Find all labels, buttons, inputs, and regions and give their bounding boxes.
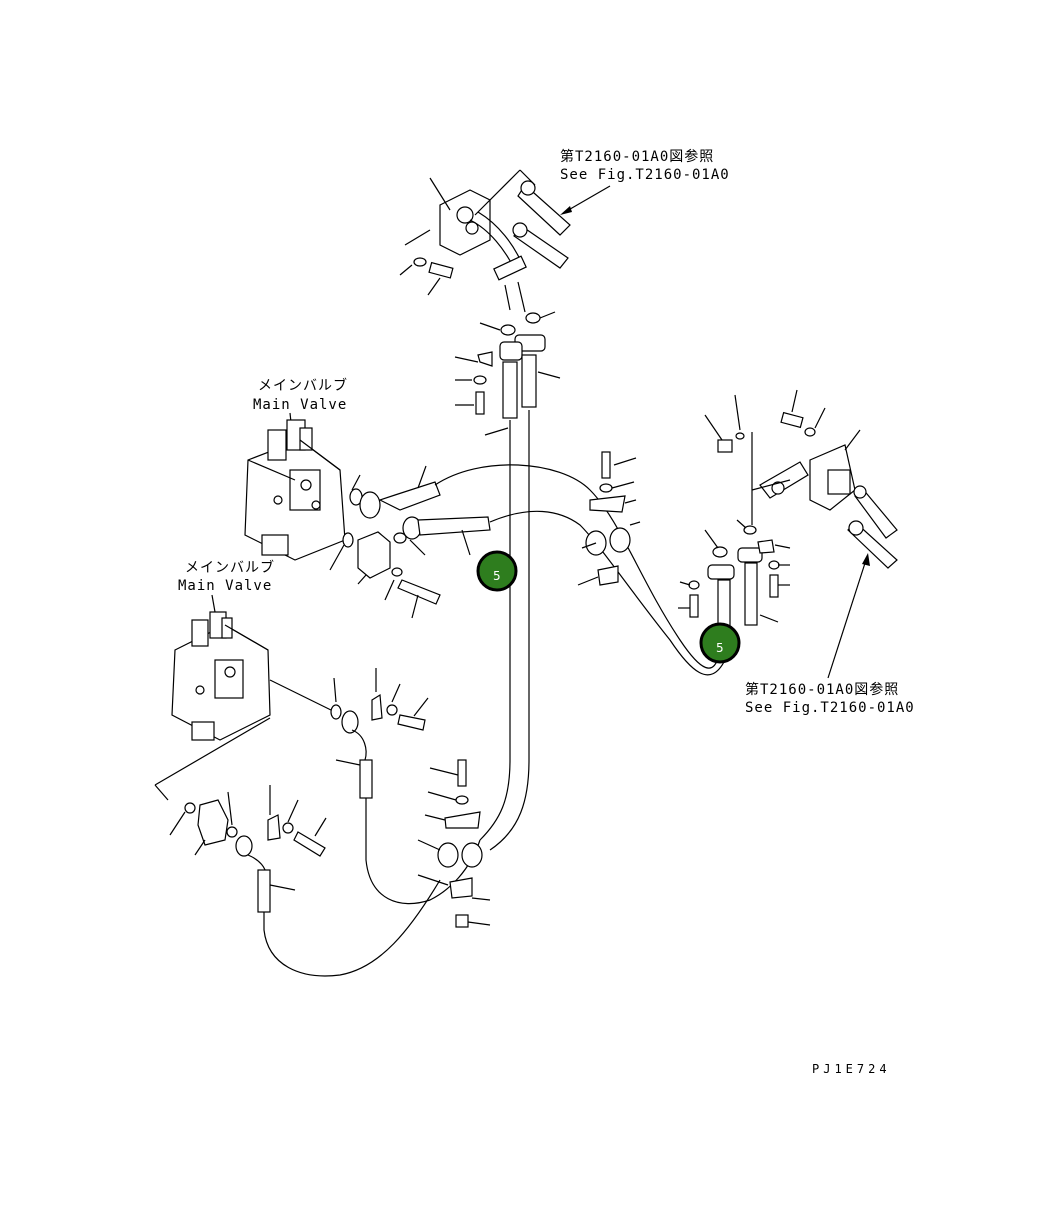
callout-number-1: 5 <box>493 569 501 583</box>
reference-right-ja: 第T2160-01A0図参照 <box>745 681 899 698</box>
reference-top-en: See Fig.T2160-01A0 <box>560 167 730 183</box>
lower-hose-assembly <box>169 668 481 977</box>
main-valve-upper-ja: メインバルブ <box>258 377 348 394</box>
drawing-code: PJ1E724 <box>812 1062 891 1076</box>
clamp-assembly-lower <box>417 759 491 928</box>
clamp-assembly-upper <box>577 451 641 586</box>
main-valve-lower-en: Main Valve <box>178 578 272 594</box>
reference-top-ja: 第T2160-01A0図参照 <box>560 148 714 165</box>
vertical-hose-pair <box>454 311 561 851</box>
reference-right: 第T2160-01A0図参照 See Fig.T2160-01A0 <box>745 553 915 716</box>
pump-flange-assembly-right <box>704 389 898 569</box>
callout-number-2: 5 <box>716 641 724 655</box>
main-valve-upper: メインバルブ Main Valve <box>244 377 348 561</box>
main-valve-upper-en: Main Valve <box>253 397 347 413</box>
pump-flange-assembly-top <box>399 169 571 313</box>
valve-hose-assembly <box>329 464 726 676</box>
reference-top: 第T2160-01A0図参照 See Fig.T2160-01A0 <box>560 148 730 215</box>
right-hose-pair <box>678 519 791 631</box>
callout-badge-2[interactable]: 5 <box>699 622 741 664</box>
main-valve-lower-ja: メインバルブ <box>185 559 275 576</box>
reference-right-en: See Fig.T2160-01A0 <box>745 700 915 716</box>
main-valve-lower: メインバルブ Main Valve <box>154 559 336 801</box>
callout-badge-1[interactable]: 5 <box>476 550 518 592</box>
